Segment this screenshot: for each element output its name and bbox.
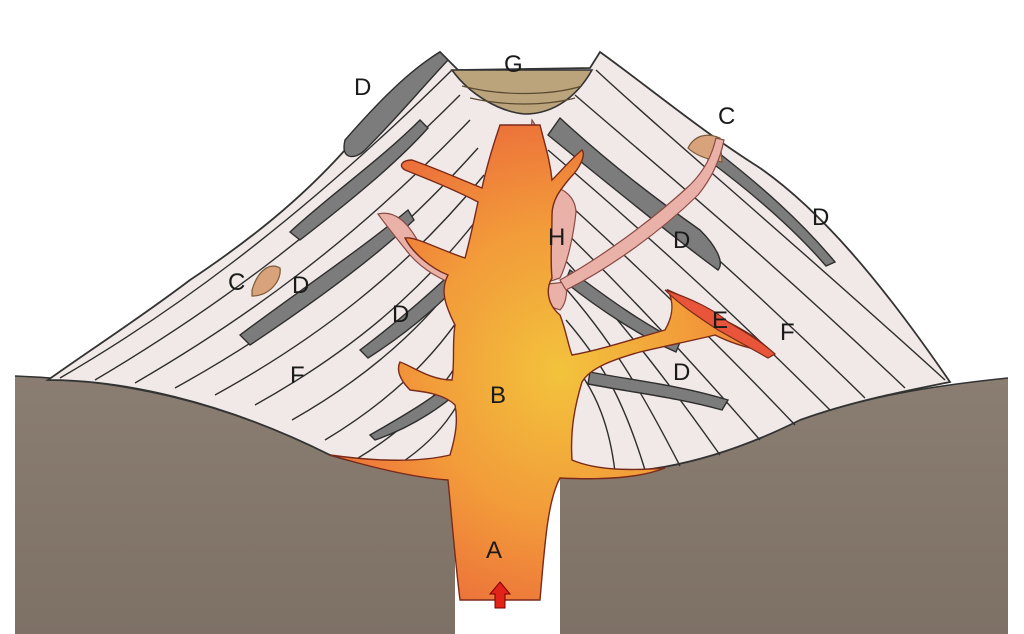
label-a: A [486, 537, 502, 564]
label-d-left-mid: D [292, 272, 309, 299]
label-f-right: F [780, 319, 795, 346]
ground-crust [15, 376, 455, 634]
ash-layer-left-mid [238, 208, 415, 346]
ash-layer-right-mid [564, 268, 681, 353]
label-d-right-low: D [673, 359, 690, 386]
label-d-right-outer: D [812, 204, 829, 231]
label-b: B [490, 382, 506, 409]
label-d-right-mid: D [673, 227, 690, 254]
label-c-left: C [228, 269, 245, 296]
ash-layer-right-low [587, 371, 730, 411]
cinder-cone-left [251, 265, 281, 297]
ash-layer-top-left [343, 51, 449, 158]
ground-crust-right [560, 378, 1008, 634]
ash-layer-left-upper [288, 119, 429, 241]
label-d-top-left: D [354, 74, 371, 101]
diagram-labels: G D C D H D C D D E F D F B A [228, 51, 829, 564]
pink-feeder-right [559, 137, 725, 291]
label-e: E [712, 307, 728, 334]
magma-conduit [329, 124, 774, 601]
label-f-left: F [290, 362, 305, 389]
magma-flow-arrow [488, 581, 512, 609]
label-g: G [504, 51, 523, 78]
label-c-right: C [718, 103, 735, 130]
crater [450, 69, 594, 115]
label-d-left-low: D [392, 301, 409, 328]
label-h: H [548, 224, 565, 251]
dike-e [664, 289, 777, 359]
ash-layer-right-upper [547, 116, 721, 271]
crater-floor-lines [461, 85, 583, 105]
ash-layer-right-outer [707, 148, 837, 267]
